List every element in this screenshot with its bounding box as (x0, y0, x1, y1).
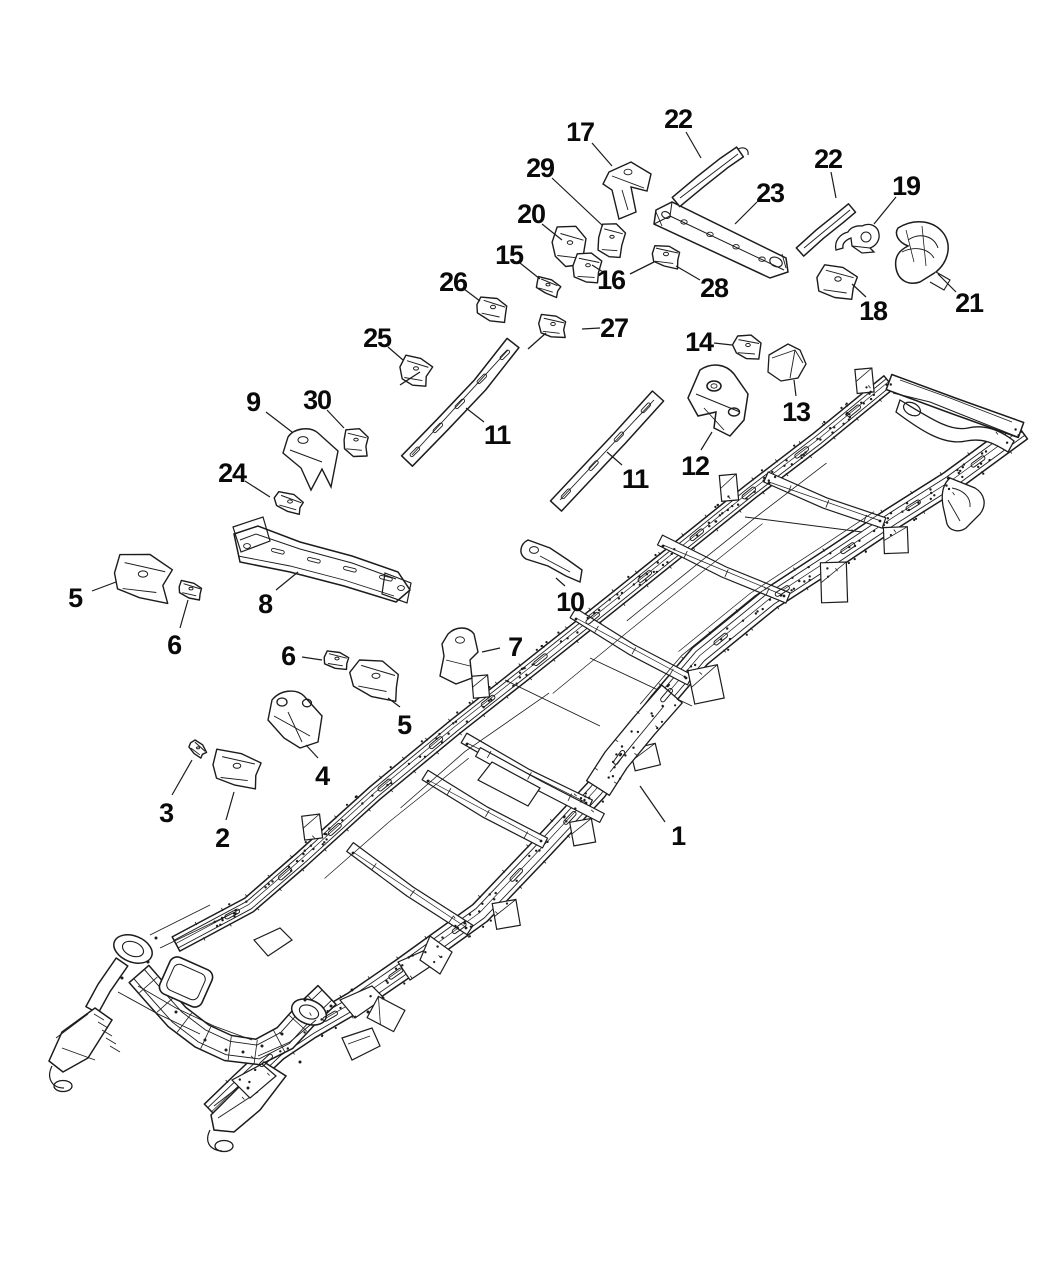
svg-text:9: 9 (246, 387, 261, 417)
svg-text:6: 6 (281, 641, 296, 671)
svg-text:11: 11 (622, 464, 649, 494)
svg-text:30: 30 (303, 385, 331, 415)
svg-text:13: 13 (782, 397, 811, 427)
svg-text:14: 14 (685, 327, 714, 357)
svg-text:20: 20 (517, 199, 545, 229)
svg-text:2: 2 (215, 823, 229, 853)
svg-text:24: 24 (218, 458, 247, 488)
svg-text:19: 19 (892, 171, 921, 201)
svg-text:11: 11 (484, 420, 511, 450)
svg-text:7: 7 (508, 632, 522, 662)
svg-text:6: 6 (167, 630, 182, 660)
svg-text:26: 26 (439, 267, 468, 297)
svg-text:17: 17 (566, 117, 594, 147)
svg-text:12: 12 (681, 451, 709, 481)
svg-text:15: 15 (495, 240, 524, 270)
svg-text:5: 5 (397, 710, 412, 740)
svg-text:3: 3 (159, 798, 174, 828)
svg-text:1: 1 (671, 821, 686, 851)
svg-text:29: 29 (526, 153, 555, 183)
svg-text:8: 8 (258, 589, 273, 619)
svg-text:22: 22 (664, 104, 692, 134)
svg-text:27: 27 (600, 313, 628, 343)
svg-text:22: 22 (814, 144, 842, 174)
svg-text:21: 21 (955, 288, 984, 318)
svg-text:23: 23 (756, 178, 785, 208)
svg-text:5: 5 (68, 583, 83, 613)
svg-text:18: 18 (859, 296, 888, 326)
svg-text:16: 16 (597, 265, 626, 295)
svg-text:4: 4 (315, 761, 330, 791)
svg-text:25: 25 (363, 323, 392, 353)
svg-text:10: 10 (556, 587, 584, 617)
svg-text:28: 28 (700, 273, 729, 303)
